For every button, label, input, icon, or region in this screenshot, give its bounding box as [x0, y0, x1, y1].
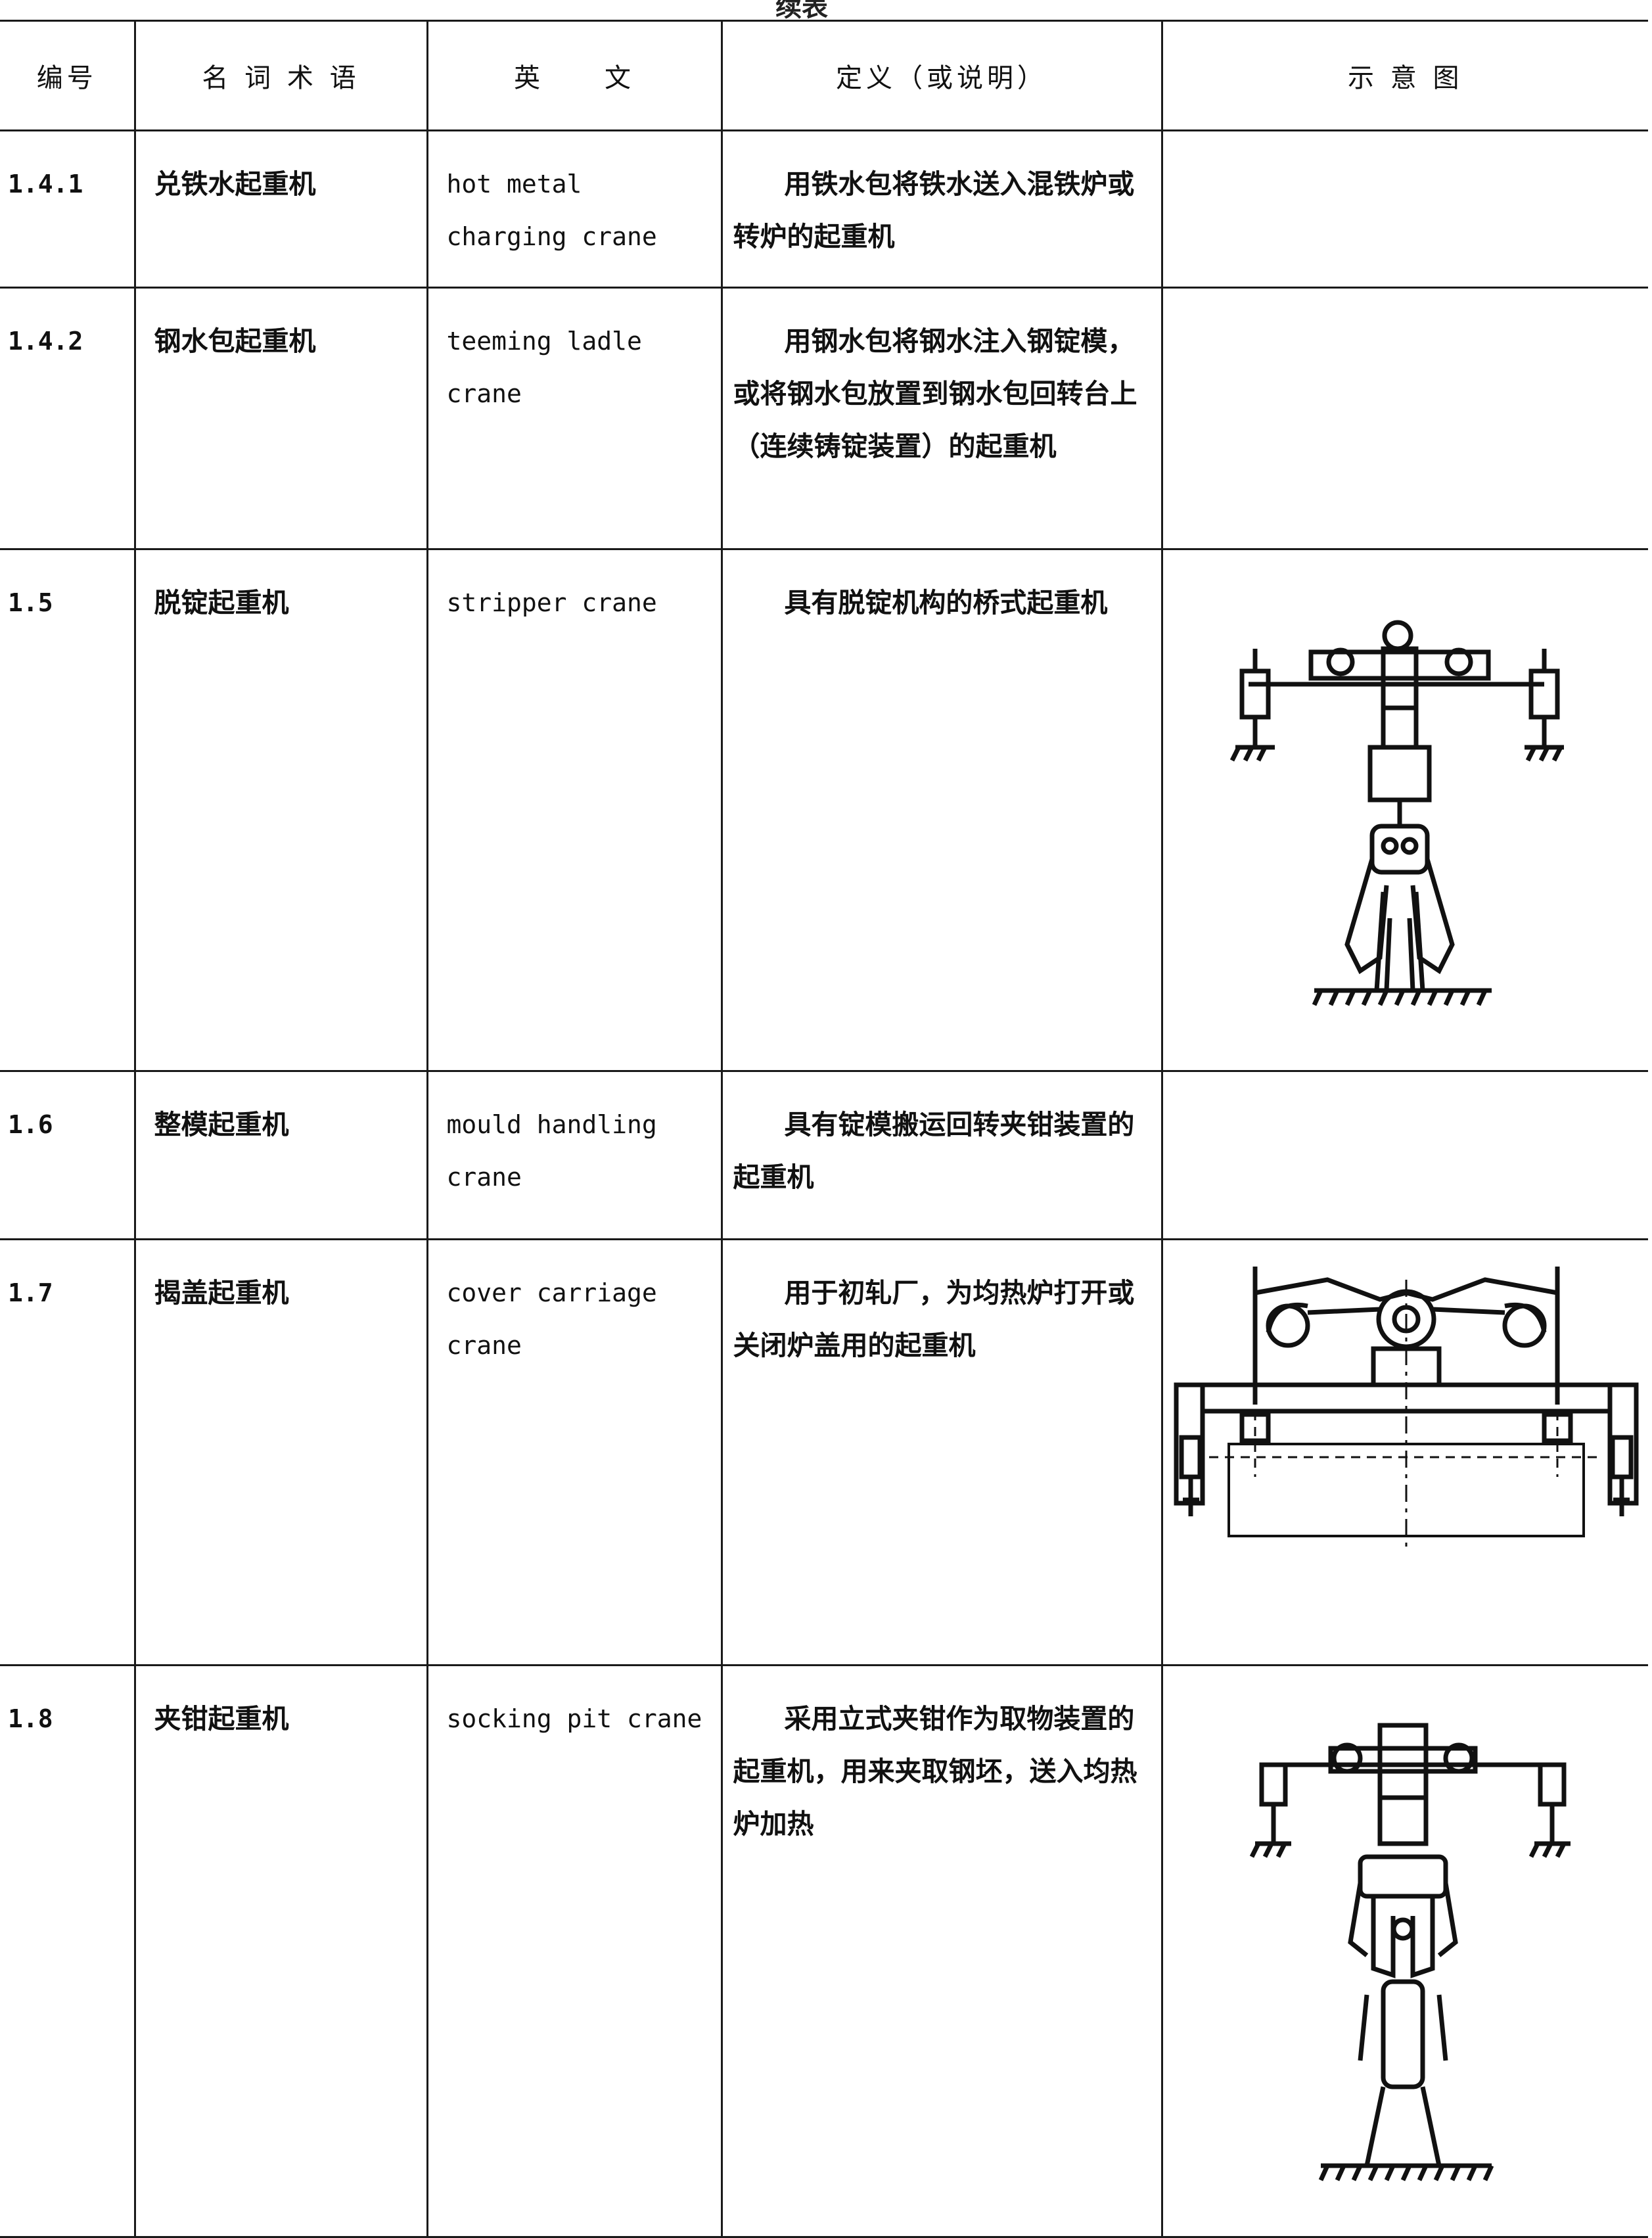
terms-table: 编号 名 词 术 语 英 文 定义（或说明） 示 意 图 1.4.1 兑铁水起重… [0, 20, 1648, 2238]
table-row: 1.7 揭盖起重机 cover carriage crane 用于初轧厂，为均热… [0, 1238, 1648, 1666]
diagram-cell-empty [1160, 1070, 1648, 1240]
term-definition: 用钢水包将钢水注入钢锭模，或将钢水包放置到钢水包回转台上（连续铸锭装置）的起重机 [733, 325, 1137, 462]
diagram-cell [1160, 548, 1648, 1072]
table-header-row: 编号 名 词 术 语 英 文 定义（或说明） 示 意 图 [0, 20, 1648, 131]
term-english: hot metal charging crane [446, 170, 657, 251]
header-term: 名 词 术 语 [133, 20, 428, 131]
diagram-cell [1160, 1238, 1648, 1666]
term-number: 1.4.1 [8, 170, 83, 198]
term-english: stripper crane [446, 588, 657, 617]
term-definition: 采用立式夹钳作为取物装置的起重机，用来夹取钢坯，送入均热炉加热 [733, 1703, 1137, 1840]
stripper-crane-diagram [1229, 620, 1564, 1006]
diagram-cell-empty [1160, 287, 1648, 550]
header-definition: 定义（或说明） [720, 20, 1163, 131]
term-number: 1.4.2 [8, 327, 83, 356]
term-name: 整模起重机 [154, 1109, 289, 1140]
term-name: 钢水包起重机 [154, 325, 316, 357]
term-name: 兑铁水起重机 [154, 168, 316, 200]
term-name: 脱锭起重机 [154, 587, 289, 618]
table-row: 1.6 整模起重机 mould handling crane 具有锭模搬运回转夹… [0, 1070, 1648, 1240]
header-number: 编号 [0, 20, 136, 131]
table-row: 1.5 脱锭起重机 stripper crane 具有脱锭机构的桥式起重机 [0, 548, 1648, 1072]
header-english: 英 文 [426, 20, 723, 131]
term-definition: 具有锭模搬运回转夹钳装置的起重机 [733, 1109, 1135, 1193]
term-english: teeming ladle crane [446, 327, 642, 408]
header-diagram: 示 意 图 [1160, 20, 1648, 131]
term-number: 1.8 [8, 1704, 53, 1733]
table-row: 1.4.2 钢水包起重机 teeming ladle crane 用钢水包将钢水… [0, 287, 1648, 550]
term-number: 1.7 [8, 1278, 53, 1307]
term-number: 1.5 [8, 588, 53, 617]
term-english: socking pit crane [446, 1704, 702, 1733]
term-name: 揭盖起重机 [154, 1277, 289, 1309]
term-english: cover carriage crane [446, 1278, 657, 1360]
term-definition: 用铁水包将铁水送入混铁炉或转炉的起重机 [733, 168, 1135, 252]
term-definition: 用于初轧厂，为均热炉打开或关闭炉盖用的起重机 [733, 1277, 1135, 1361]
diagram-cell-empty [1160, 129, 1648, 289]
term-english: mould handling crane [446, 1110, 657, 1192]
table-row: 1.4.1 兑铁水起重机 hot metal charging crane 用铁… [0, 129, 1648, 289]
socking-pit-crane-diagram [1249, 1723, 1571, 2181]
diagram-cell [1160, 1664, 1648, 2238]
table-row: 1.8 夹钳起重机 socking pit crane 采用立式夹钳作为取物装置… [0, 1664, 1648, 2238]
term-name: 夹钳起重机 [154, 1703, 289, 1735]
term-definition: 具有脱锭机构的桥式起重机 [784, 587, 1108, 618]
term-number: 1.6 [8, 1110, 53, 1139]
continued-label: 续表 [775, 0, 828, 22]
cover-carriage-crane-diagram [1174, 1267, 1638, 1549]
